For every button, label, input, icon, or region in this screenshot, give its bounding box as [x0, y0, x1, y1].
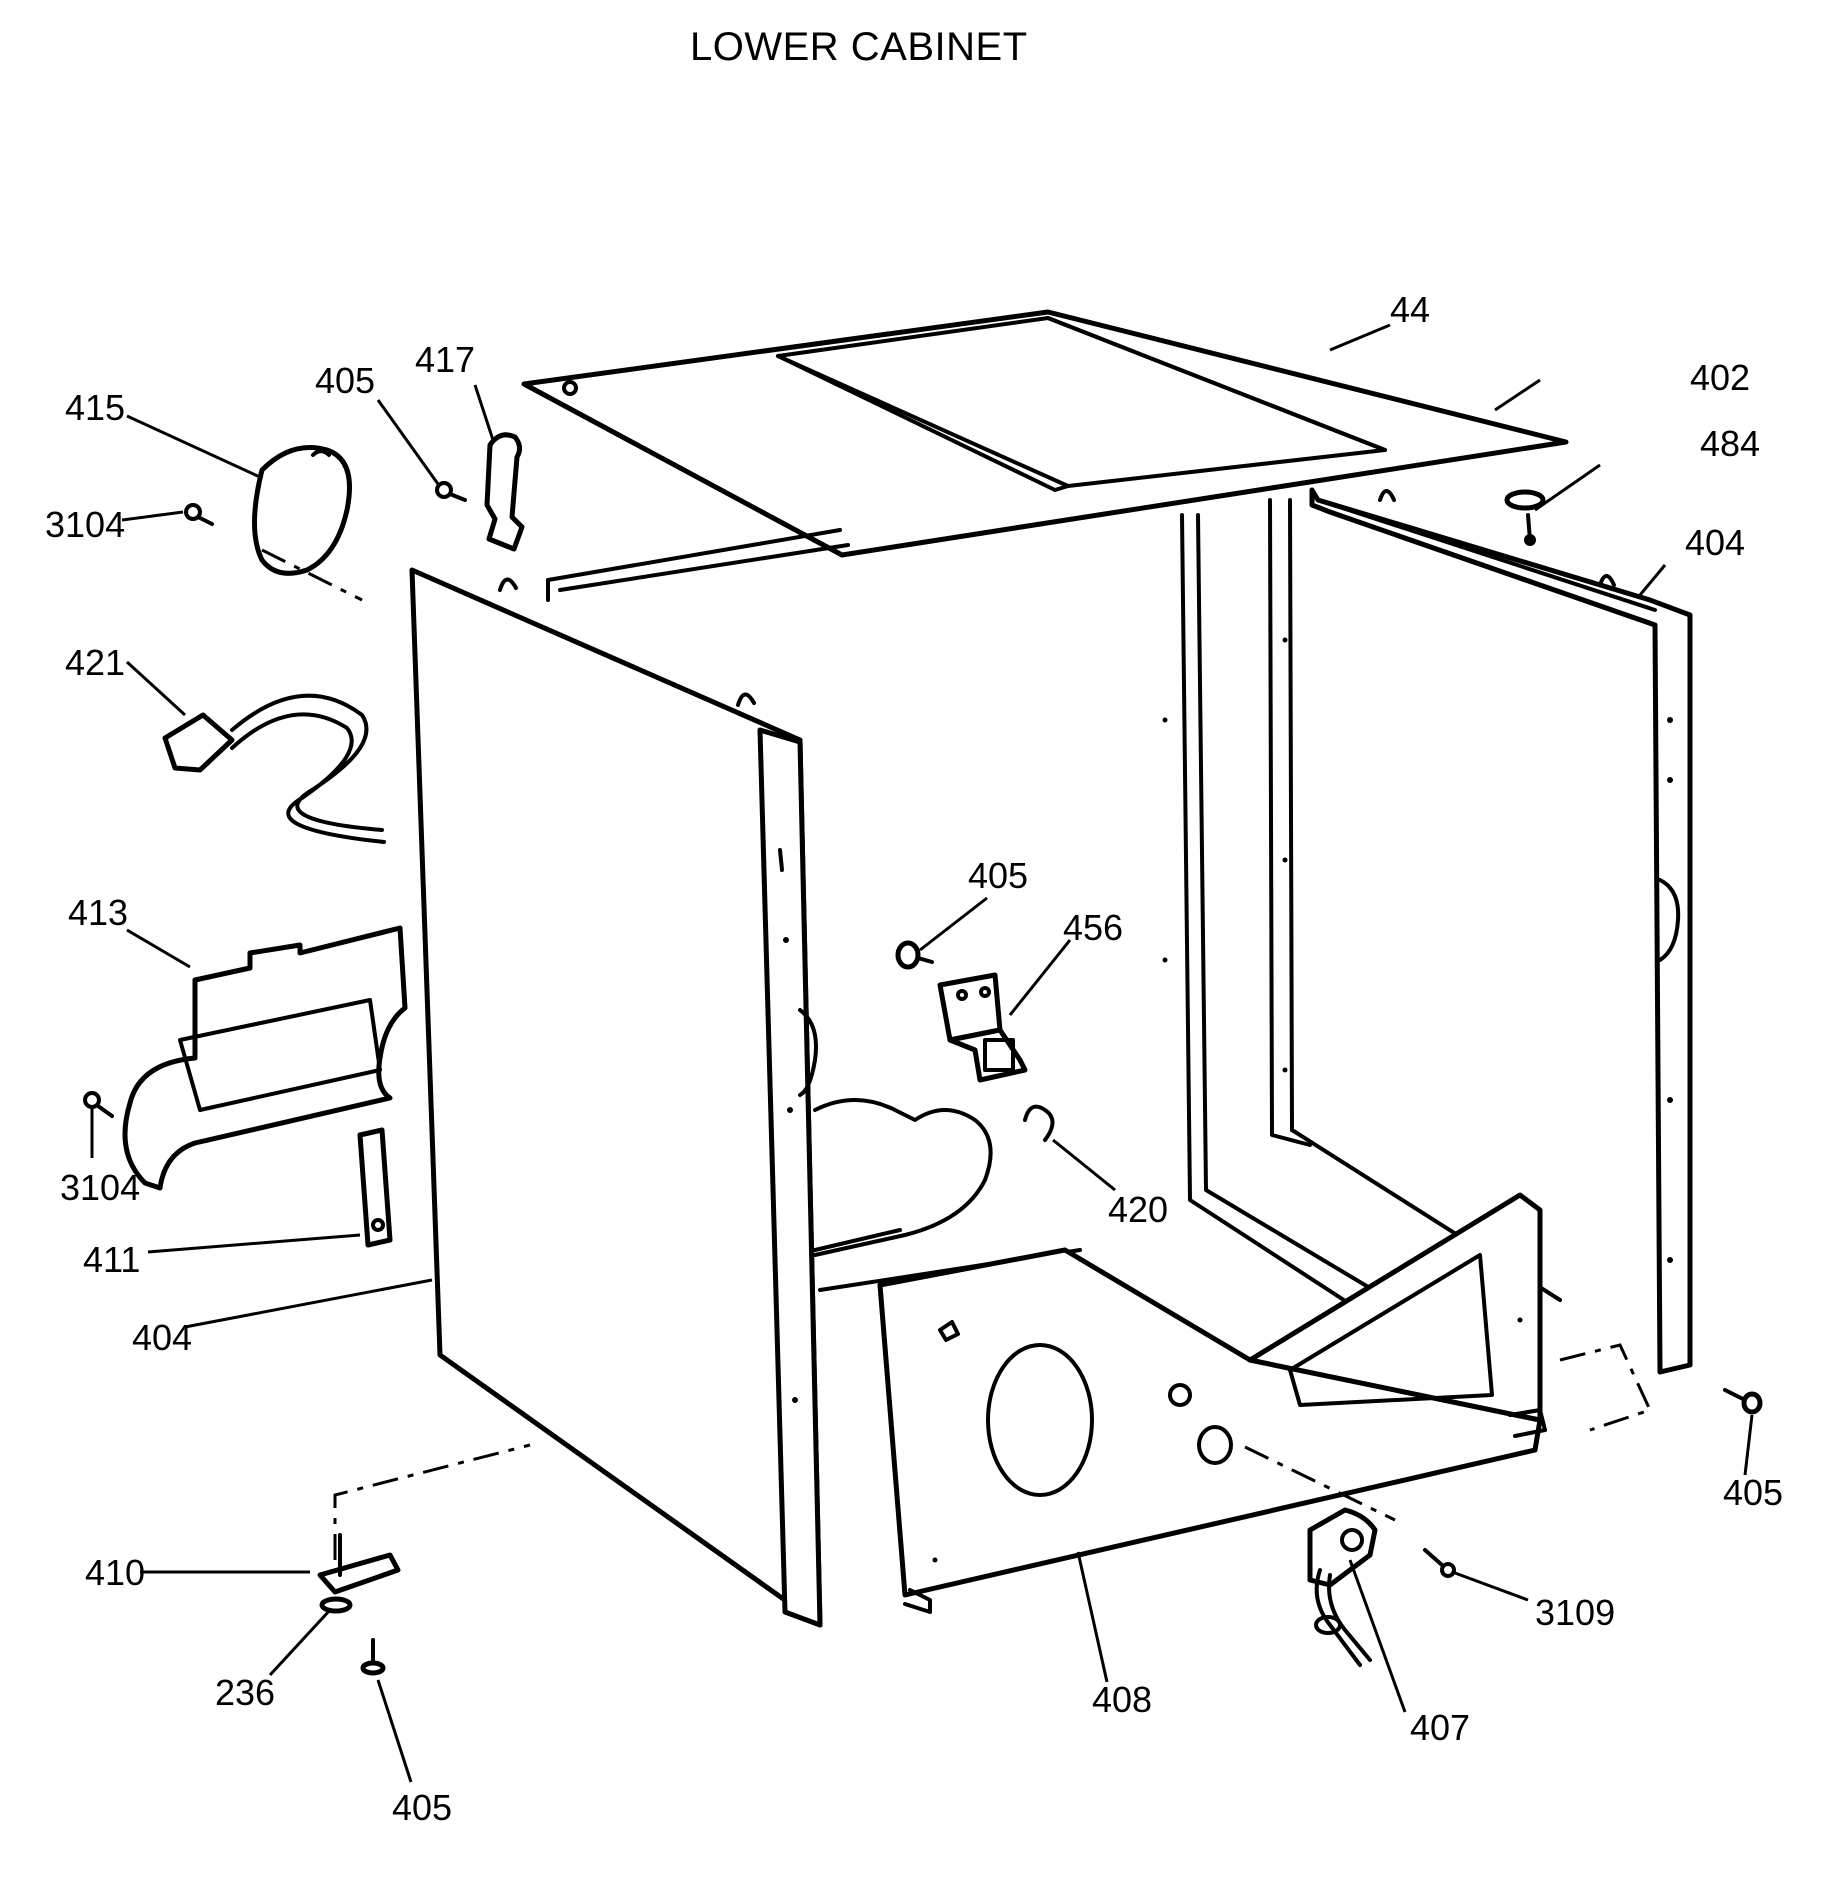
label-236: 236	[215, 1672, 275, 1713]
part-labels: 44 402 484 404 415 3104 405 417 421 413 …	[45, 289, 1783, 1828]
label-402: 402	[1690, 357, 1750, 398]
label-421: 421	[65, 642, 125, 683]
vent-cover-415	[252, 445, 352, 576]
label-405-topleft: 405	[315, 360, 375, 401]
label-44: 44	[1390, 289, 1430, 330]
screw-405-bottom	[360, 1638, 386, 1676]
left-side-panel	[409, 567, 823, 1628]
hook-420	[1023, 1104, 1055, 1142]
label-405-bottom: 405	[392, 1787, 452, 1828]
clip-417	[484, 432, 525, 552]
bracket-456	[937, 972, 1028, 1083]
label-407: 407	[1410, 1707, 1470, 1748]
label-413: 413	[68, 892, 128, 933]
right-side-panel	[1309, 487, 1693, 1375]
screw-3104-top	[184, 503, 214, 526]
front-base-panel	[877, 1192, 1547, 1614]
label-417: 417	[415, 339, 475, 380]
screw-3109	[1423, 1548, 1456, 1578]
screw-405-topleft	[435, 481, 467, 502]
bracket-411	[357, 1127, 393, 1248]
label-415: 415	[65, 387, 125, 428]
access-cover-413	[122, 925, 408, 1191]
screw-3104-bottom	[83, 1091, 114, 1118]
knob-402	[1504, 489, 1546, 511]
label-405-center: 405	[968, 855, 1028, 896]
label-3109: 3109	[1535, 1592, 1615, 1633]
diagram-title: LOWER CABINET	[690, 25, 1028, 69]
top-panel	[521, 309, 1569, 558]
screw-405-right	[1723, 1388, 1763, 1415]
label-420: 420	[1108, 1189, 1168, 1230]
leg-bracket-410	[317, 1533, 401, 1595]
label-405-right: 405	[1723, 1472, 1783, 1513]
dashline-415	[261, 548, 363, 602]
dashline-floor-right	[1559, 1343, 1653, 1432]
pad-236	[319, 1596, 353, 1614]
label-404-left: 404	[132, 1317, 192, 1358]
label-408: 408	[1092, 1679, 1152, 1720]
label-3104-top: 3104	[45, 504, 125, 545]
screw-484	[1524, 513, 1536, 546]
label-411: 411	[83, 1239, 140, 1280]
leader-lines	[90, 323, 1754, 1783]
label-456: 456	[1063, 907, 1123, 948]
screw-405-center	[895, 940, 934, 970]
dashline-410	[333, 1443, 531, 1560]
label-484: 484	[1700, 423, 1760, 464]
terminal-block-407	[1307, 1507, 1378, 1667]
label-404-right: 404	[1685, 522, 1745, 563]
label-3104-bottom: 3104	[60, 1167, 140, 1208]
label-410: 410	[85, 1552, 145, 1593]
power-cord-421	[162, 693, 386, 844]
inner-opening	[813, 1098, 993, 1257]
